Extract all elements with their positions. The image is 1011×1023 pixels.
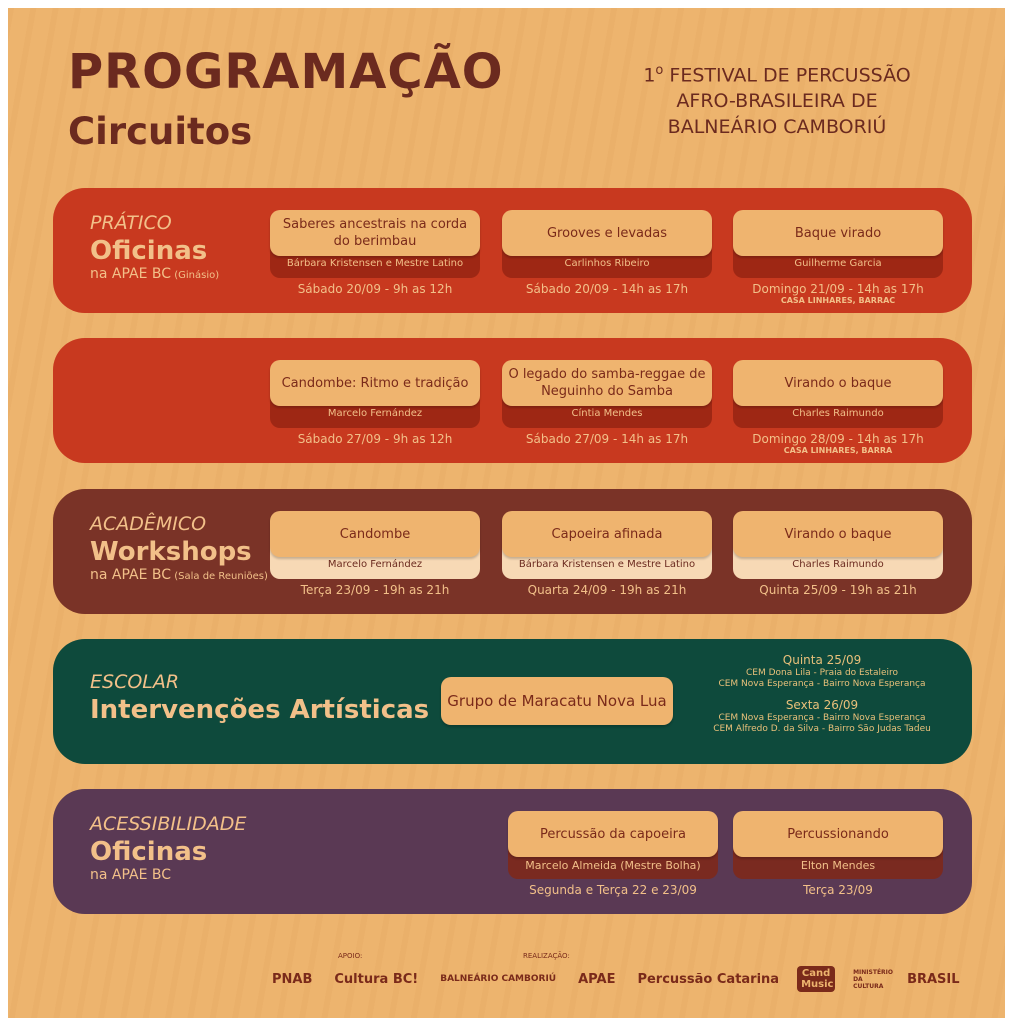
card-schedule: Sábado 20/09 - 14h as 17h	[525, 282, 689, 296]
section-location: na APAE BC (Ginásio)	[90, 266, 219, 282]
section-location: na APAE BC (Sala de Reuniões)	[90, 567, 268, 583]
card-title: O legado do samba-reggae de Neguinho do …	[502, 360, 712, 406]
card-schedule: Quarta 24/09 - 19h as 21h	[527, 583, 687, 597]
card-title: Percussão da capoeira	[508, 811, 718, 857]
section-title: Oficinas	[90, 837, 208, 867]
location-text: na APAE BC	[90, 266, 172, 282]
schedule-day: Quinta 25/09	[782, 653, 862, 667]
location-note: (Sala de Reuniões)	[171, 571, 268, 582]
card-title: Saberes ancestrais na corda do berimbau	[270, 210, 480, 256]
poster: PROGRAMAÇÃO Circuitos 1o FESTIVAL DE PER…	[8, 8, 1005, 1018]
sponsor-logo: PNAB	[272, 971, 313, 987]
schedule-place: CEM Nova Esperança - Bairro Nova Esperan…	[718, 713, 926, 723]
card-title: Grooves e levadas	[502, 210, 712, 256]
workshop-card: Grupo de Maracatu Nova Lua	[441, 677, 673, 725]
sponsor-logo: Percussão Catarina	[637, 971, 780, 987]
festival-ordinal-sup: o	[655, 63, 664, 78]
location-note: (Ginásio)	[171, 270, 220, 281]
sponsor-logo: Cand Music	[797, 966, 836, 992]
card-place: CASA LINHARES, BARRAC	[780, 296, 896, 305]
card-title: Virando o baque	[733, 511, 943, 557]
section-category: PRÁTICO	[90, 212, 172, 234]
card-title: Candombe	[270, 511, 480, 557]
section-location: na APAE BC	[90, 867, 246, 883]
card-title: Grupo de Maracatu Nova Lua	[441, 677, 673, 725]
schedule-place: CEM Nova Esperança - Bairro Nova Esperan…	[718, 679, 926, 689]
festival-line: FESTIVAL DE PERCUSSÃO	[663, 64, 911, 87]
card-schedule: Terça 23/09 - 19h as 21h	[300, 583, 450, 597]
festival-ordinal: 1	[643, 64, 656, 87]
card-title: Capoeira afinada	[502, 511, 712, 557]
section-category: ACESSIBILIDADE	[90, 813, 247, 835]
card-schedule: Domingo 28/09 - 14h as 17h	[752, 432, 924, 446]
section-title: Oficinas	[90, 236, 208, 266]
card-schedule: Quinta 25/09 - 19h as 21h	[759, 583, 917, 597]
section-category: ESCOLAR	[90, 671, 180, 693]
sponsor-logos: APOIO: REALIZAÇÃO: PNAB Cultura BC! BALNEÁ…	[268, 952, 964, 992]
location-text: na APAE BC	[90, 867, 172, 883]
schedule-place: CEM Dona Lila - Praia do Estaleiro	[745, 668, 899, 678]
card-schedule: Sábado 27/09 - 14h as 17h	[525, 432, 689, 446]
schedule-day: Sexta 26/09	[785, 698, 859, 712]
card-title: Baque virado	[733, 210, 943, 256]
schedule-place: CEM Alfredo D. da Silva - Bairro São Jud…	[713, 724, 931, 734]
card-schedule: Sábado 20/09 - 9h as 12h	[297, 282, 453, 296]
workshop-card: O legado do samba-reggae de Neguinho do …	[502, 360, 712, 446]
sponsor-logo: APAE	[578, 971, 616, 987]
festival-line: BALNEÁRIO CAMBORIÚ	[667, 116, 887, 139]
card-place: CASA LINHARES, BARRA	[783, 446, 893, 455]
section-category: ACADÊMICO	[90, 513, 207, 535]
card-schedule: Segunda e Terça 22 e 23/09	[529, 883, 697, 897]
sponsor-logo: BRASIL	[907, 971, 960, 987]
page-subtitle: Circuitos	[68, 110, 253, 153]
sponsor-logo: MINISTÉRIO DA CULTURA	[853, 968, 894, 990]
sponsor-logo: BALNEÁRIO CAMBORIÚ	[440, 974, 557, 984]
card-title: Candombe: Ritmo e tradição	[270, 360, 480, 406]
sponsor-logo: Cultura BC!	[334, 971, 419, 987]
page-title: PROGRAMAÇÃO	[68, 44, 504, 100]
card-schedule: Terça 23/09	[803, 883, 873, 897]
section-title: Workshops	[90, 537, 252, 567]
card-schedule: Domingo 21/09 - 14h as 17h	[752, 282, 924, 296]
location-text: na APAE BC	[90, 567, 172, 583]
realizacao-label: REALIZAÇÃO:	[523, 952, 570, 960]
apoio-label: APOIO:	[338, 952, 363, 960]
card-title: Percussionando	[733, 811, 943, 857]
section-title: Intervenções Artísticas	[90, 695, 430, 725]
festival-line: AFRO-BRASILEIRA DE	[676, 90, 878, 113]
card-schedule: Sábado 27/09 - 9h as 12h	[297, 432, 453, 446]
festival-title: 1o FESTIVAL DE PERCUSSÃO AFRO-BRASILEIRA…	[617, 58, 937, 140]
card-title: Virando o baque	[733, 360, 943, 406]
